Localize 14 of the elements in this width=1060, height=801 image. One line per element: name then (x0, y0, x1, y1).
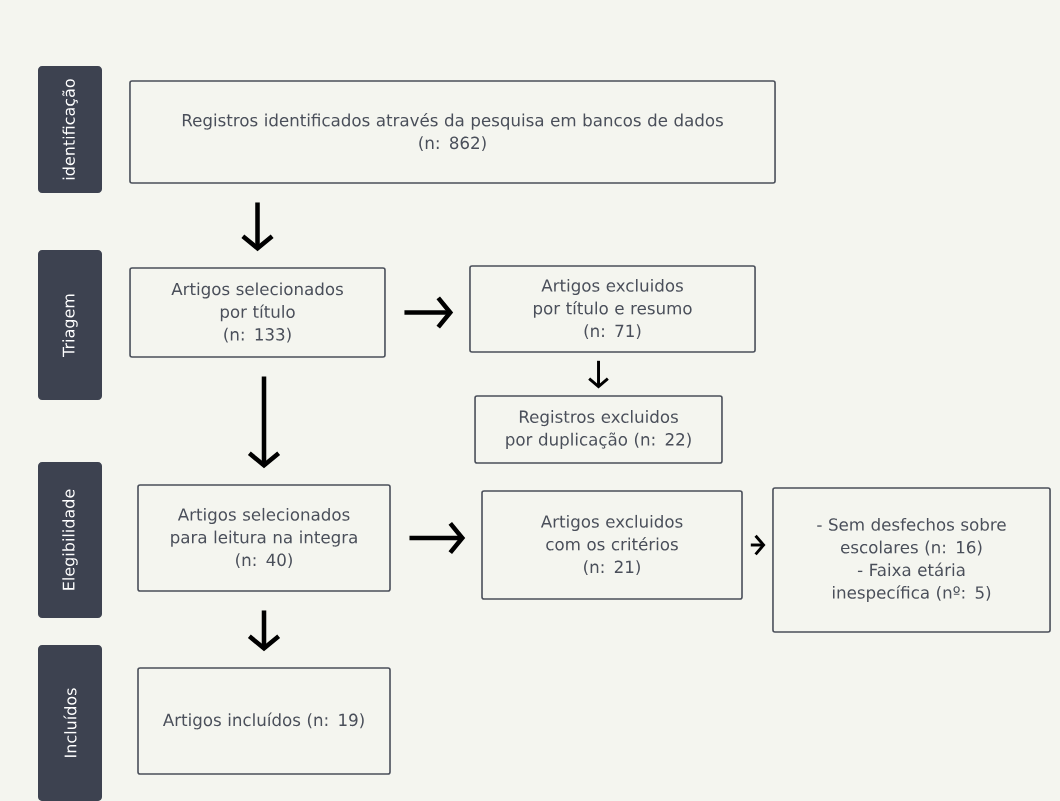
process-box: Artigos selecionados para leitura na integra (n: 40) (137, 484, 391, 592)
stage-band: Elegibilidade (38, 462, 102, 618)
arrow (588, 360, 609, 389)
process-box: Registros identificados através da pesquisa em bancos de dados (n: 862) (129, 80, 776, 184)
process-box: Artigos excluidos por título e resumo (n: 71) (469, 265, 756, 353)
stage-band: identificação (38, 66, 102, 193)
stage-band: Incluídos (38, 645, 102, 801)
process-box: - Sem desfechos sobre escolares (n: 16) - Faixa etária inespecífica (nº: 5) (772, 487, 1051, 633)
process-box: Artigos excluidos com os critérios (n: 21) (481, 490, 743, 600)
process-box: Artigos incluídos (n: 19) (137, 667, 391, 775)
process-box: Registros excluidos por duplicação (n: 22) (474, 395, 723, 464)
arrow (247, 376, 281, 469)
stage-band: Triagem (38, 250, 102, 400)
process-box: Artigos selecionados por título (n: 133) (129, 267, 386, 358)
